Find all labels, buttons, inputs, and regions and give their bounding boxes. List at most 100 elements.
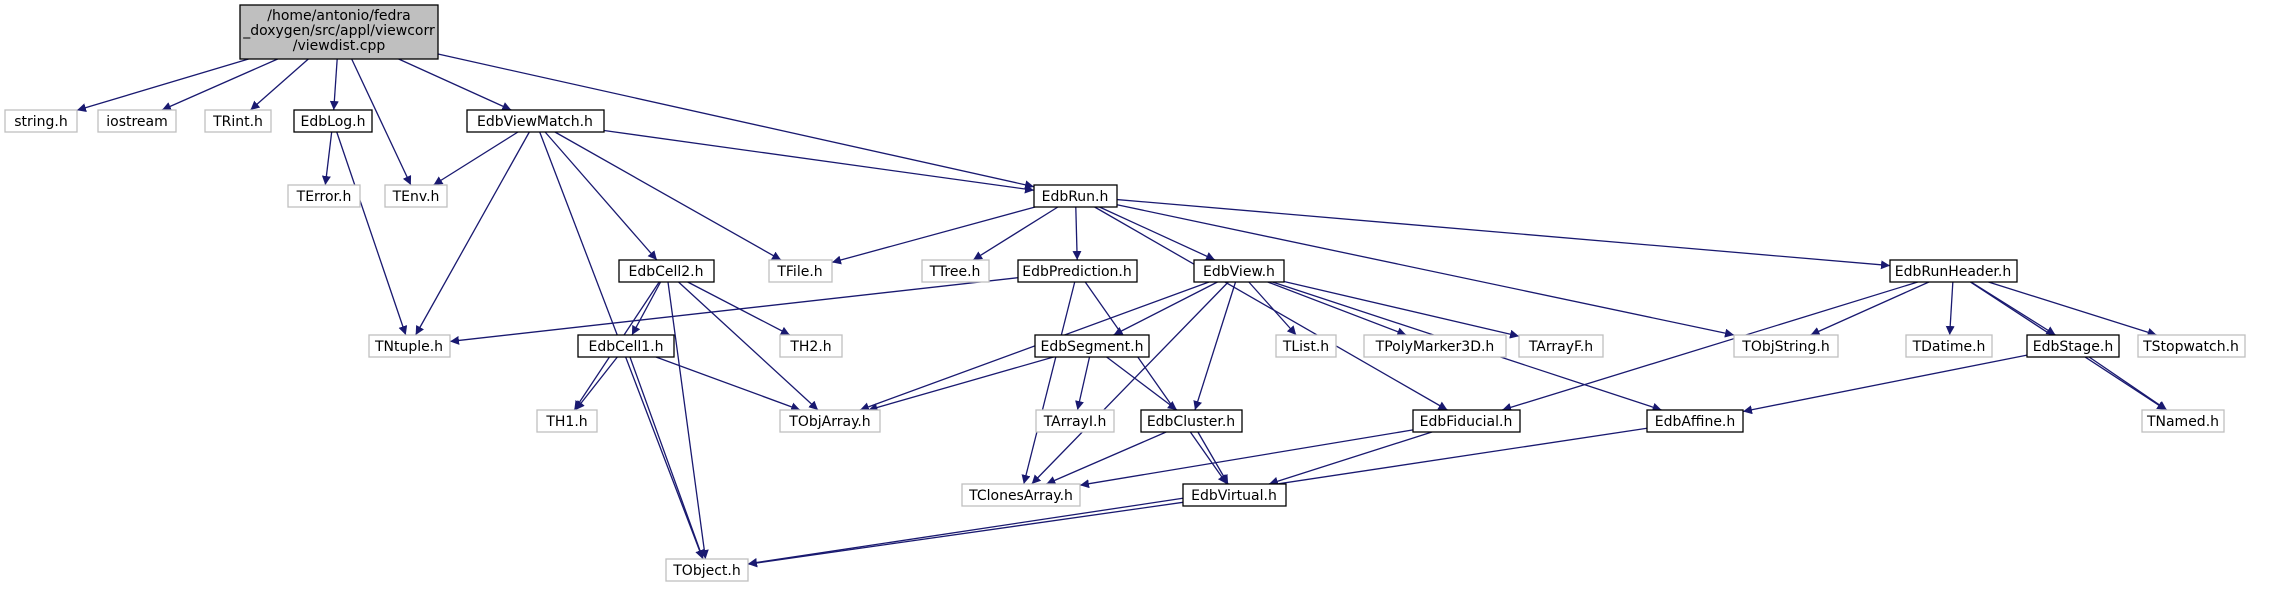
- node-box: [921, 259, 990, 283]
- node-tdatime-h[interactable]: TDatime.h: [1905, 334, 1993, 358]
- node-tenv-h-label: TEnv.h: [392, 189, 440, 205]
- node-box: [1363, 334, 1507, 358]
- edge-EdbSegment_h-to-EdbCluster_h: [1106, 356, 1178, 411]
- node-tenv-h[interactable]: TEnv.h: [384, 184, 448, 208]
- node-tnamed-h[interactable]: TNamed.h: [2141, 409, 2225, 433]
- node-box: [1412, 409, 1521, 433]
- edge-EdbFiducial_h-to-EdbVirtual_h: [1268, 431, 1433, 486]
- node-root[interactable]: /home/antonio/fedra _doxygen/src/appl/vi…: [239, 4, 439, 60]
- node-edbfiducial-h-label: EdbFiducial.h: [1420, 414, 1513, 430]
- node-box: [1017, 259, 1138, 283]
- edge-EdbCell2_h-to-EdbCell1_h: [631, 281, 662, 336]
- edge-EdbViewMatch_h-to-TEnv_h: [433, 131, 519, 186]
- node-ttree-h[interactable]: TTree.h: [921, 259, 990, 283]
- edge-root-to-EdbLog_h: [329, 58, 339, 111]
- node-tclonesarray-h[interactable]: TClonesArray.h: [961, 483, 1081, 507]
- edge-EdbLog_h-to-TError_h: [321, 131, 333, 186]
- node-edbfiducial-h[interactable]: EdbFiducial.h: [1412, 409, 1521, 433]
- node-tarrayf-h[interactable]: TArrayF.h: [1518, 334, 1604, 358]
- node-tpolymarker3d-h-label: TPolyMarker3D.h: [1375, 339, 1495, 355]
- edge-EdbSegment_h-to-TObjArray_h: [868, 356, 1054, 412]
- node-box: [665, 558, 749, 582]
- node-tpolymarker3d-h[interactable]: TPolyMarker3D.h: [1363, 334, 1507, 358]
- node-tntuple-h-label: TNtuple.h: [374, 339, 443, 355]
- node-tarrayi-h[interactable]: TArrayI.h: [1035, 409, 1115, 433]
- node-terror-h[interactable]: TError.h: [287, 184, 361, 208]
- node-iostream-label: iostream: [106, 114, 168, 130]
- node-edbcluster-h[interactable]: EdbCluster.h: [1140, 409, 1243, 433]
- node-box: [2026, 334, 2120, 358]
- node-tarrayi-h-label: TArrayI.h: [1043, 414, 1107, 430]
- node-box: [1518, 334, 1604, 358]
- edge-EdbCluster_h-to-TClonesArray_h: [1046, 431, 1167, 485]
- node-box: [1140, 409, 1243, 433]
- node-box: [287, 184, 361, 208]
- node-trint-h-label: TRint.h: [212, 114, 263, 130]
- edge-root-to-iostream: [161, 58, 278, 111]
- edge-EdbLog_h-to-TNtuple_h: [336, 131, 408, 336]
- node-box: [577, 334, 675, 358]
- edge-EdbPrediction_h-to-TClonesArray_h: [1021, 281, 1076, 485]
- node-edbvirtual-h[interactable]: EdbVirtual.h: [1182, 483, 1287, 507]
- node-box: [1035, 409, 1115, 433]
- edge-EdbRunHeader_h-to-TDatime_h: [1945, 281, 1955, 336]
- edge-EdbView_h-to-EdbCluster_h: [1193, 281, 1237, 411]
- node-string-h[interactable]: string.h: [4, 109, 78, 133]
- edge-EdbRun_h-to-EdbRunHeader_h: [1116, 198, 1891, 270]
- node-edbsegment-h[interactable]: EdbSegment.h: [1034, 334, 1150, 358]
- node-box: [2137, 334, 2246, 358]
- node-box: [1033, 184, 1118, 208]
- node-edbstage-h-label: EdbStage.h: [2033, 339, 2113, 355]
- node-edblog-h-label: EdbLog.h: [301, 114, 366, 130]
- node-edbrunheader-h-label: EdbRunHeader.h: [1895, 264, 2011, 280]
- edge-EdbRun_h-to-EdbView_h: [1099, 206, 1216, 261]
- node-tobjstring-h[interactable]: TObjString.h: [1733, 334, 1839, 358]
- node-tfile-h[interactable]: TFile.h: [768, 259, 833, 283]
- node-tstopwatch-h[interactable]: TStopwatch.h: [2137, 334, 2246, 358]
- node-tlist-h[interactable]: TList.h: [1275, 334, 1337, 358]
- edge-EdbView_h-to-TArrayF_h: [1283, 280, 1520, 339]
- edge-EdbView_h-to-TClonesArray_h: [1031, 281, 1229, 485]
- node-ttree-h-label: TTree.h: [929, 264, 981, 280]
- edge-EdbCell1_h-to-TObject_h: [629, 356, 705, 560]
- edge-EdbRun_h-to-EdbFiducial_h: [1094, 206, 1448, 411]
- node-th1-h[interactable]: TH1.h: [536, 409, 598, 433]
- node-tdatime-h-label: TDatime.h: [1912, 339, 1986, 355]
- node-tobjarray-h[interactable]: TObjArray.h: [779, 409, 881, 433]
- node-terror-h-label: TError.h: [296, 189, 352, 205]
- node-edbrun-h[interactable]: EdbRun.h: [1033, 184, 1118, 208]
- node-edbcell1-h[interactable]: EdbCell1.h: [577, 334, 675, 358]
- edge-EdbView_h-to-EdbSegment_h: [1113, 281, 1218, 336]
- node-edbaffine-h[interactable]: EdbAffine.h: [1646, 409, 1744, 433]
- node-edbcell2-h[interactable]: EdbCell2.h: [618, 259, 715, 283]
- node-box: [2141, 409, 2225, 433]
- node-tobject-h[interactable]: TObject.h: [665, 558, 749, 582]
- node-tnamed-h-label: TNamed.h: [2146, 414, 2219, 430]
- node-box: [961, 483, 1081, 507]
- node-box: [97, 109, 177, 133]
- edge-EdbCell1_h-to-TObjArray_h: [655, 356, 801, 412]
- node-box: [1733, 334, 1839, 358]
- node-edbrunheader-h[interactable]: EdbRunHeader.h: [1889, 259, 2018, 283]
- edge-EdbVirtual_h-to-TObject_h: [747, 501, 1184, 568]
- node-box: [204, 109, 272, 133]
- node-edbstage-h[interactable]: EdbStage.h: [2026, 334, 2120, 358]
- node-edbcell2-h-label: EdbCell2.h: [628, 264, 703, 280]
- root-label-line-3: /viewdist.cpp: [293, 38, 386, 54]
- node-edbviewmatch-h[interactable]: EdbViewMatch.h: [466, 109, 605, 133]
- node-edblog-h[interactable]: EdbLog.h: [293, 109, 373, 133]
- node-box: [466, 109, 605, 133]
- node-th2-h[interactable]: TH2.h: [779, 334, 843, 358]
- node-trint-h[interactable]: TRint.h: [204, 109, 272, 133]
- node-edbprediction-h[interactable]: EdbPrediction.h: [1017, 259, 1138, 283]
- node-th2-h-label: TH2.h: [789, 339, 831, 355]
- node-box: [1646, 409, 1744, 433]
- edge-EdbViewMatch_h-to-TNtuple_h: [415, 131, 530, 336]
- node-tlist-h-label: TList.h: [1282, 339, 1329, 355]
- node-tntuple-h[interactable]: TNtuple.h: [368, 334, 451, 358]
- node-box: [779, 409, 881, 433]
- node-iostream[interactable]: iostream: [97, 109, 177, 133]
- edge-EdbCell2_h-to-TObject_h: [667, 281, 709, 560]
- node-edbview-h[interactable]: EdbView.h: [1193, 259, 1285, 283]
